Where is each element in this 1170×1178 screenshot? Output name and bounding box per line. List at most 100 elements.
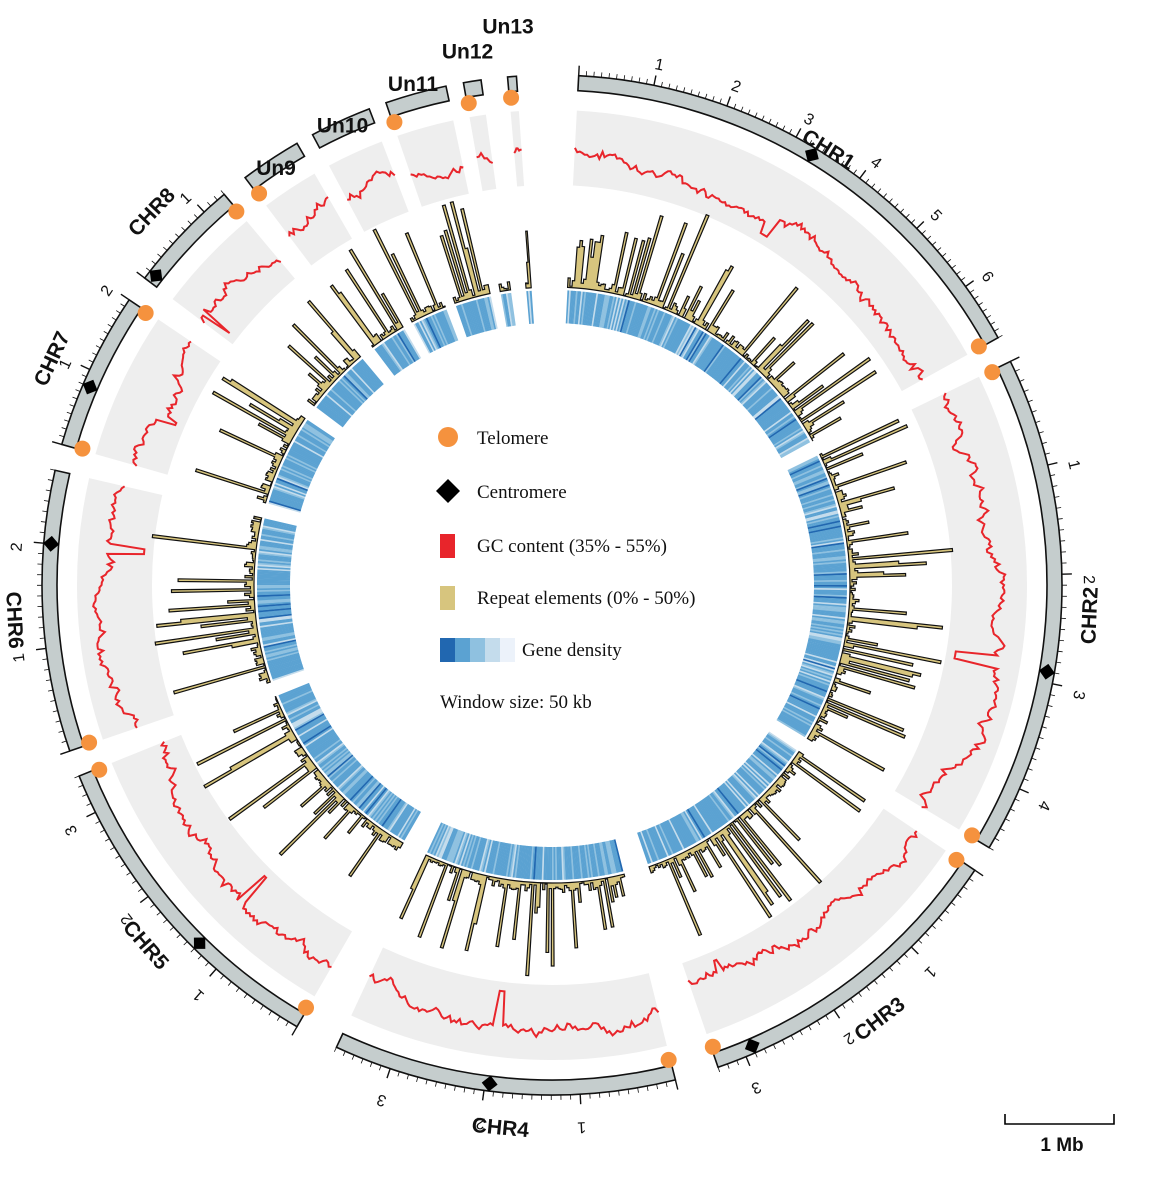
centromere-marker: [149, 269, 163, 282]
tick-label-chr1: 2: [729, 78, 743, 97]
chromosome-label-un9: Un9: [256, 157, 296, 180]
gene-density-un10: [413, 309, 459, 354]
telomere-marker: [704, 1038, 721, 1055]
tick-label-chr4: 3: [375, 1090, 389, 1109]
gc-band-un11: [397, 120, 469, 207]
ideogram-chr4: [335, 1032, 677, 1096]
tick-label-chr6: 2: [8, 542, 26, 552]
gc-line-chr6: [92, 485, 146, 729]
ticks-chr6: 12: [8, 468, 71, 755]
repeat-profile-un10: [372, 228, 446, 323]
chromosome-label-un10: Un10: [317, 114, 368, 137]
tick-label-chr5: 3: [62, 822, 81, 838]
tick-label-chr4: 1: [577, 1118, 587, 1135]
gene-density-un12: [500, 292, 516, 327]
gene-density-legend-swatch: [440, 638, 515, 662]
gc-line-chr5: [159, 741, 332, 968]
telomere-marker: [251, 185, 268, 202]
telomere-marker: [81, 734, 98, 751]
tick-label-chr7: 2: [98, 282, 117, 299]
repeat-element-tracks: [151, 201, 954, 977]
gc-line-chr8: [200, 259, 282, 334]
chromosome-ideograms: [41, 74, 1063, 1096]
gc-band-chr6: [76, 478, 174, 740]
gene-density-chr7: [268, 419, 335, 513]
centromere-marker: [82, 379, 98, 395]
tick-label-chr2: 3: [1069, 689, 1087, 701]
gc-legend-swatch: [440, 534, 455, 558]
chromosome-label-chr5: CHR5: [118, 916, 173, 974]
centromere-legend-label: Centromere: [477, 482, 567, 503]
tick-label-chr1: 1: [653, 56, 665, 74]
gc-line-chr3: [687, 830, 918, 985]
gc-line-un11: [410, 165, 464, 180]
tick-label-chr1: 6: [978, 268, 997, 285]
tick-label-chr5: 1: [190, 985, 208, 1004]
scale-bar-label: 1 Mb: [1040, 1135, 1083, 1156]
gc-band-chr7: [95, 319, 221, 475]
telomere-marker: [964, 827, 981, 844]
gc-line-chr2: [918, 392, 1007, 809]
gc-line-un12: [476, 151, 494, 164]
gc-legend-label: GC content (35% - 55%): [477, 536, 667, 557]
chromosome-label-chr7: CHR7: [30, 328, 75, 390]
gc-band-chr3: [682, 808, 946, 1035]
tick-label-chr6: 1: [11, 652, 29, 663]
repeat-legend-label: Repeat elements (0% - 50%): [477, 588, 695, 609]
gc-line-un9: [288, 196, 329, 237]
gc-background-bands: [76, 110, 1027, 1060]
centromere-marker: [1039, 663, 1055, 680]
ideogram-chr6: [41, 469, 85, 753]
ideogram-un10: [311, 107, 376, 150]
telomere-marker: [660, 1051, 677, 1068]
telomere-marker: [91, 761, 108, 778]
telomere-marker: [503, 89, 520, 106]
tick-label-chr2: 4: [1034, 798, 1053, 813]
ideogram-un13: [506, 75, 519, 93]
telomere-marker: [948, 851, 965, 868]
repeat-profile-un9: [329, 248, 404, 348]
tick-label-chr1: 4: [867, 154, 884, 173]
tick-label-chr2: 2: [1080, 575, 1097, 584]
repeat-profile-chr7: [194, 376, 306, 504]
gc-band-un12: [469, 114, 497, 192]
gc-line-chr1: [574, 147, 925, 381]
repeat-profile-chr2: [806, 418, 954, 772]
tick-label-chr8: 1: [177, 189, 195, 208]
chromosome-label-chr2: CHR2: [1077, 586, 1102, 644]
telomere-legend-icon: [438, 427, 458, 447]
repeat-profile-chr8: [287, 299, 362, 407]
telomere-marker: [984, 364, 1001, 381]
telomere-marker: [137, 304, 154, 321]
gene-density-chr3: [637, 731, 797, 865]
telomere-marker: [228, 203, 245, 220]
gc-band-un10: [329, 141, 409, 232]
centromere-marker: [744, 1038, 760, 1054]
centromere-marker: [481, 1075, 498, 1092]
gene-density-legend-label: Gene density: [522, 640, 622, 661]
gc-content-tracks: [92, 147, 1007, 1039]
chromosome-label-chr6: CHR6: [1, 591, 27, 649]
chromosome-label-chr3: CHR3: [850, 993, 909, 1046]
window-size-label: Window size: 50 kb: [440, 692, 592, 713]
gene-density-un13: [526, 290, 534, 324]
telomere-marker: [460, 95, 477, 112]
gc-band-chr5: [111, 734, 352, 997]
gene-density-chr6: [257, 518, 305, 682]
gene-density-un9: [374, 329, 422, 376]
centromere-marker: [43, 535, 60, 552]
telomere-legend-label: Telomere: [477, 428, 548, 449]
tick-label-chr2: 1: [1064, 458, 1083, 471]
tick-label-chr3: 3: [749, 1078, 764, 1097]
telomere-marker: [298, 999, 315, 1016]
ideogram-un12: [462, 79, 485, 99]
chromosome-label-un12: Un12: [442, 41, 493, 64]
gc-band-chr4: [351, 947, 667, 1060]
gc-line-chr4: [369, 972, 660, 1039]
telomere-marker: [970, 338, 987, 355]
repeat-profile-chr4: [398, 854, 626, 977]
gene-density-chr8: [316, 358, 384, 428]
telomere-centromere-markers: [43, 89, 1055, 1092]
gc-band-chr8: [172, 221, 295, 345]
gc-line-un10: [347, 170, 396, 201]
